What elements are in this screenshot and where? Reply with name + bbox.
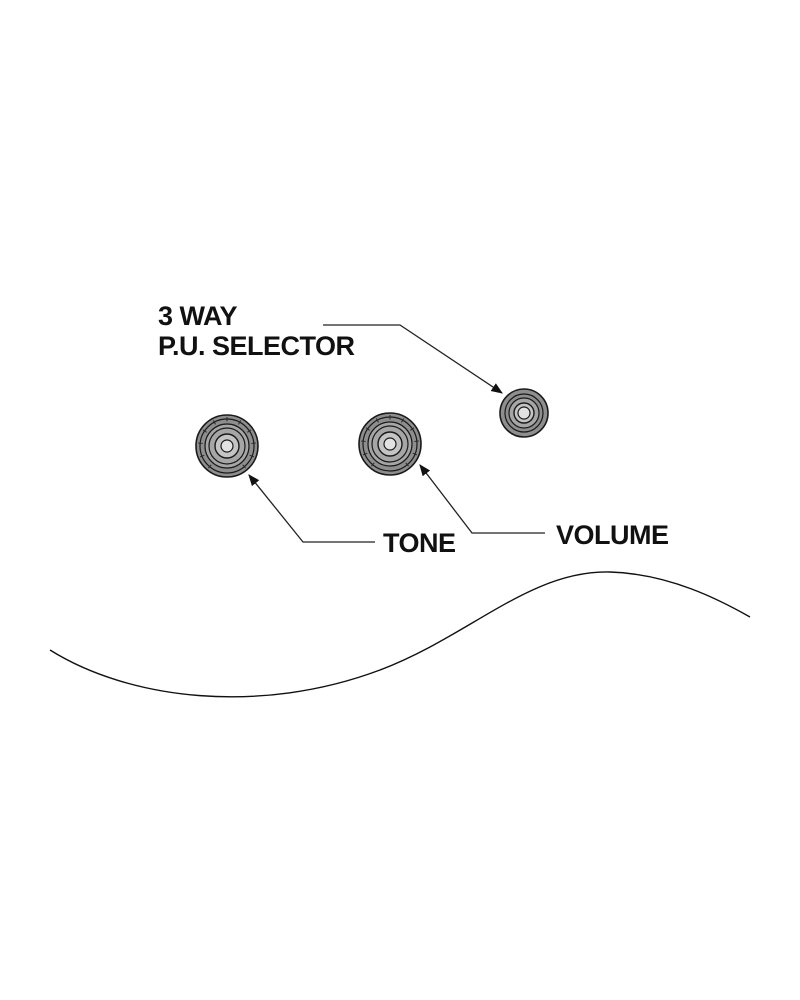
knob-tick — [365, 427, 370, 431]
knob-tick — [249, 454, 255, 458]
selector-label-line1: 3 WAY — [158, 301, 238, 331]
switch-tip-icon — [499, 388, 549, 438]
knob-tick — [207, 464, 212, 469]
knob-tick — [212, 420, 216, 425]
knob-tick — [412, 452, 418, 456]
knob-tick — [238, 420, 242, 425]
knob-tick — [202, 429, 207, 433]
volume-leader-line — [419, 464, 545, 534]
knob-tick — [375, 418, 379, 423]
knob-tick — [242, 464, 247, 469]
knob-tick — [247, 429, 252, 433]
knob-tick — [401, 418, 405, 423]
knob-tick — [370, 462, 375, 467]
knob-tick — [199, 454, 205, 458]
knob-tick — [362, 452, 368, 456]
knob-icon — [195, 414, 259, 478]
pickup-selector-switch[interactable] — [499, 388, 549, 438]
knob-tick — [410, 427, 415, 431]
tone-knob[interactable] — [195, 414, 259, 478]
tone-label: TONE — [383, 528, 456, 558]
knob-tick — [405, 462, 410, 467]
volume-label: VOLUME — [556, 520, 669, 550]
guitar-body-outline — [49, 571, 751, 698]
tone-leader-line — [248, 474, 375, 543]
selector-label-line2: P.U. SELECTOR — [158, 331, 355, 361]
selector-leader-line — [323, 324, 503, 394]
volume-knob[interactable] — [358, 412, 422, 476]
knob-icon — [358, 412, 422, 476]
